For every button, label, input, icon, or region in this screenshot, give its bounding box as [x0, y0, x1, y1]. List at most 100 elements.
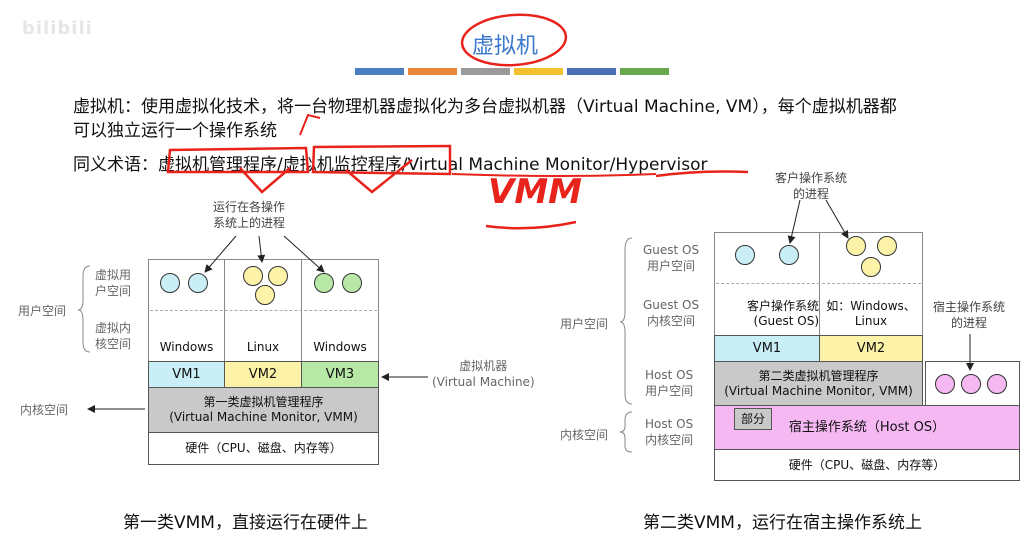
definition-line-2: 可以独立运行一个操作系统 — [73, 121, 277, 141]
type2-example-os-line2: Linux — [854, 314, 888, 328]
type2-hypervisor-box: 第二类虚拟机管理程序 (Virtual Machine Monitor, VMM… — [714, 361, 923, 406]
type2-guest-process-arrow-left — [787, 199, 801, 244]
type2-host-kernel-line2: 内核空间 — [645, 433, 694, 447]
type2-guest-process-circle — [877, 236, 897, 256]
type1-hardware-box: 硬件（CPU、磁盘、内存等） — [148, 432, 379, 465]
type2-kernel-space-label: 内核空间 — [560, 428, 609, 442]
synonym-separator: / — [277, 155, 283, 175]
type2-hardware-label: 硬件（CPU、磁盘、内存等） — [788, 457, 946, 472]
type2-hypervisor-subtitle: (Virtual Machine Monitor, VMM) — [724, 383, 913, 398]
type1-virtual-kernel-space-line2: 核空间 — [95, 337, 132, 351]
type1-virtual-machine-label-line2: (Virtual Machine) — [432, 375, 535, 389]
vmm-underline-annotation — [451, 173, 657, 177]
type1-os-2-label: Linux — [246, 340, 280, 354]
type2-guest-kernel-space-label: Guest OS 内核空间 — [643, 297, 699, 329]
synonyms-prefix: 同义术语： — [73, 155, 158, 175]
type2-host-process-line1: 宿主操作系统 — [933, 300, 1006, 314]
type2-hypervisor-title: 第二类虚拟机管理程序 — [758, 368, 879, 383]
type2-host-kernel-space-label: Host OS 内核空间 — [645, 416, 693, 448]
type2-part-label: 部分 — [740, 411, 765, 426]
type2-user-space-bracket — [619, 237, 633, 405]
type1-process-circle — [160, 273, 180, 293]
type2-vm2-box: VM2 — [819, 335, 923, 362]
type1-process-label-line2: 系统上的进程 — [213, 216, 286, 230]
type1-hardware-label: 硬件（CPU、磁盘、内存等） — [185, 441, 342, 455]
type1-os-1-label: Windows — [159, 340, 214, 354]
type2-host-os-label: 宿主操作系统（Host OS） — [788, 420, 946, 435]
type2-vm1-box: VM1 — [714, 335, 820, 362]
color-bar-segment-3 — [461, 68, 510, 75]
type2-part-box: 部分 — [734, 408, 772, 430]
type2-guest-kernel-line1: Guest OS — [643, 298, 700, 312]
type1-user-space-bracket — [77, 265, 91, 353]
type1-kernel-space-label: 内核空间 — [20, 403, 69, 417]
color-bar-segment-6 — [620, 68, 669, 75]
type1-vm3-label: VM3 — [325, 367, 355, 382]
vmm-handwritten-underline — [485, 220, 577, 230]
title-color-bar — [355, 68, 669, 75]
color-bar-segment-2 — [408, 68, 457, 75]
type1-virtual-user-space-line1: 虚拟用 — [95, 268, 132, 282]
handwritten-vmm: VMM — [488, 172, 582, 212]
term1-arrow-annotation — [239, 167, 291, 194]
synonyms-line: 同义术语：虚拟机管理程序/虚拟机监控程序/Virtual Machine Mon… — [73, 150, 707, 175]
line2-tick-annotation — [299, 113, 321, 136]
type1-process-circle — [314, 273, 334, 293]
synonym-hypervisor-cn: 虚拟机管理程序 — [158, 155, 277, 175]
type2-guest-process-circle — [735, 245, 755, 265]
type1-process-label-line1: 运行在各操作 — [213, 200, 286, 214]
type2-host-user-line2: 用户空间 — [645, 384, 694, 398]
type2-caption: 第二类VMM，运行在宿主操作系统上 — [643, 513, 922, 533]
type1-process-arrow-left — [204, 235, 237, 273]
type2-guest-process-line1: 客户操作系统 — [775, 171, 848, 185]
type1-virtual-user-space-label: 虚拟用 户空间 — [95, 267, 131, 299]
title-circle-annotation — [460, 13, 568, 67]
type1-vm2-box: VM2 — [224, 361, 302, 388]
hypervisor-underline-annotation — [655, 170, 749, 178]
type2-guest-kernel-line2: 内核空间 — [647, 314, 696, 328]
type2-host-process-label: 宿主操作系统 的进程 — [933, 299, 1005, 331]
type2-user-kernel-divider — [716, 283, 921, 284]
watermark: bilibili — [22, 18, 93, 39]
type2-example-os-line1: 如：Windows、 — [826, 299, 916, 313]
type1-process-label: 运行在各操作 系统上的进程 — [213, 199, 285, 231]
type1-process-circle — [243, 266, 263, 286]
term2-box-annotation — [311, 144, 452, 176]
definition-line-1: 虚拟机：使用虚拟化技术，将一台物理机器虚拟化为多台虚拟机器（Virtual Ma… — [73, 97, 897, 117]
type2-guest-user-line2: 用户空间 — [647, 259, 696, 273]
type2-kernel-space-bracket — [619, 411, 633, 453]
type2-guest-process-circle — [846, 236, 866, 256]
color-bar-segment-5 — [567, 68, 616, 75]
type1-process-circle — [255, 285, 275, 305]
type2-host-user-space-label: Host OS 用户空间 — [645, 367, 693, 399]
type1-process-arrow-middle — [257, 235, 266, 263]
type2-guest-process-label: 客户操作系统 的进程 — [775, 170, 847, 202]
type2-guest-os-column-1: 客户操作系统 (Guest OS) — [714, 232, 820, 336]
type1-virtual-kernel-space-label: 虚拟内 核空间 — [95, 320, 131, 352]
type1-process-circle — [342, 273, 362, 293]
type1-process-circle — [188, 273, 208, 293]
type2-guest-os-box-subtitle: (Guest OS) — [753, 314, 819, 328]
type1-virtual-kernel-space-line1: 虚拟内 — [95, 321, 132, 335]
type2-hardware-box: 硬件（CPU、磁盘、内存等） — [714, 449, 1020, 481]
term1-box-annotation — [166, 146, 310, 174]
page-title: 虚拟机 — [472, 34, 539, 59]
type2-guest-process-circle — [861, 257, 881, 277]
color-bar-segment-1 — [355, 68, 404, 75]
type2-guest-process-line2: 的进程 — [793, 187, 830, 201]
type1-virtual-user-space-line2: 户空间 — [95, 284, 132, 298]
type1-user-space-label: 用户空间 — [18, 304, 67, 318]
type1-virtual-machine-label: 虚拟机器 (Virtual Machine) — [432, 358, 535, 390]
type2-user-space-label: 用户空间 — [560, 317, 609, 331]
type2-host-kernel-line1: Host OS — [645, 417, 694, 431]
synonym-vmm-en: /Virtual Machine Monitor/ — [401, 155, 616, 175]
type2-host-process-circle — [935, 374, 955, 394]
type1-vm1-label: VM1 — [172, 367, 201, 382]
type1-vm3-box: VM3 — [301, 361, 379, 388]
type2-guest-process-circle — [779, 245, 799, 265]
type1-hypervisor-title: 第一类虚拟机管理程序 — [203, 395, 324, 409]
type2-host-process-circle — [961, 374, 981, 394]
type1-process-arrow-right — [283, 235, 325, 273]
type2-guest-os-box-title: 客户操作系统 — [746, 299, 819, 313]
color-bar-segment-4 — [514, 68, 563, 75]
